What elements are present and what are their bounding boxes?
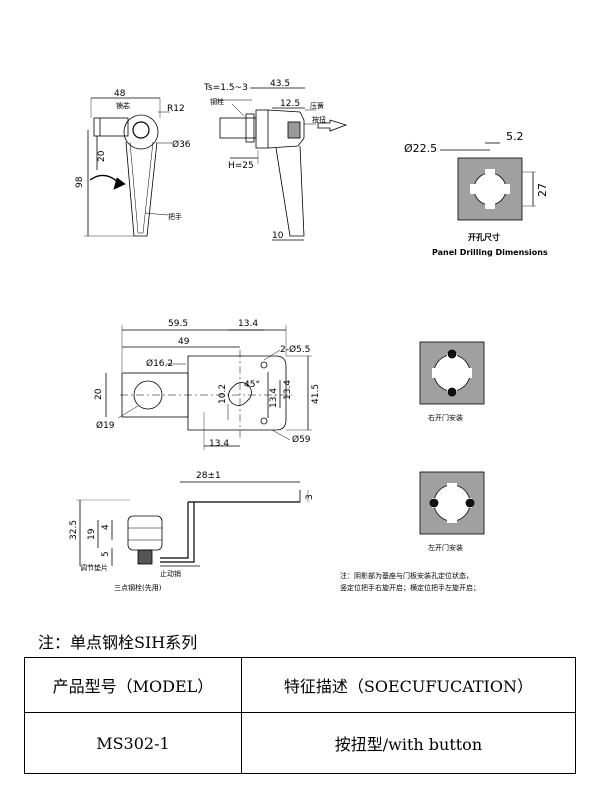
mount-hole-bottom (260, 417, 268, 425)
dim-d59: Ø59 (292, 434, 311, 445)
bracket-view (76, 481, 309, 567)
side-handle-arm (275, 145, 305, 237)
dim-r12: R12 (167, 104, 185, 114)
dim-d22-5: Ø22.5 (404, 142, 437, 155)
dim-5: 5 (101, 551, 111, 557)
dim-43-5: 43.5 (270, 79, 290, 89)
bracket-shape (160, 501, 300, 563)
dim-13-4-top: 13.4 (238, 319, 258, 329)
dim-10: 10 (272, 231, 284, 241)
header-specification: 特征描述（SOECUFUCATION） (240, 657, 577, 713)
install-note-2: 竖定位把手右旋开启；横定位把手左旋开启； (340, 583, 480, 592)
label-spring: 压簧 (310, 101, 324, 110)
dim-27: 27 (536, 183, 549, 197)
press-arrow (317, 119, 348, 132)
dim-98: 98 (75, 176, 85, 188)
dim-4: 4 (101, 524, 111, 530)
handle-arm (125, 141, 158, 237)
dim-32-5: 32.5 (69, 520, 79, 540)
dim-49: 49 (178, 337, 190, 347)
dim-59-5: 59.5 (168, 319, 188, 329)
cell-specification: 按扭型/with button (240, 712, 577, 774)
caption-right-install: 右开门安装 (428, 413, 463, 422)
dim-48: 48 (114, 89, 126, 99)
side-head (267, 109, 305, 149)
left-install-view (419, 471, 485, 535)
spring-button (287, 121, 301, 139)
label-handle: 把手 (168, 212, 182, 221)
adjust-washer (137, 549, 153, 565)
mount-hole-top (260, 361, 268, 369)
dim-10-2: 10.2 (218, 384, 228, 404)
bolt-body (127, 515, 163, 551)
dim-12-5: 12.5 (280, 99, 300, 109)
caption-left-install: 左开门安装 (428, 543, 463, 552)
label-button: 按扭 (312, 115, 326, 124)
dim-45deg: 45° (244, 380, 260, 390)
plate-outline (187, 355, 287, 431)
dim-2-holes: 2-Ø5.5 (280, 344, 310, 355)
dim-20: 20 (97, 150, 107, 162)
handle-front-view (84, 97, 172, 237)
caption-cutout-cn: 开孔尺寸 (468, 232, 500, 242)
dim-13-4-bot: 13.4 (209, 439, 229, 449)
dim-h25: H=25 (228, 161, 254, 171)
panel-square (457, 157, 523, 221)
cell-model: MS302-1 (24, 712, 242, 774)
table-row: MS302-1 按扭型/with button (24, 712, 577, 774)
header-model: 产品型号（MODEL） (24, 657, 242, 713)
dim-28: 28±1 (196, 471, 221, 481)
technical-drawing: 48 锁芯 R12 Ø36 20 98 把手 Ts=1.5~3 43. (69, 79, 549, 592)
dim-3: 3 (305, 494, 315, 500)
handle-neck (93, 117, 129, 137)
plate-hole-19 (133, 380, 163, 410)
dim-d36: Ø36 (172, 139, 191, 150)
dim-5-2: 5.2 (506, 130, 524, 143)
caption-bracket: 三点钢栓(先用) (114, 583, 162, 592)
dim-20-plate: 20 (94, 388, 104, 400)
caption-cutout-en: Panel Drilling Dimensions (432, 248, 548, 257)
panel-cutout-view (440, 142, 536, 221)
dim-d19: Ø19 (96, 420, 115, 431)
label-lock-core: 锁芯 (116, 101, 130, 110)
dim-13-4b: 13.4 (283, 380, 293, 400)
spec-table: 产品型号（MODEL） 特征描述（SOECUFUCATION） MS302-1 … (24, 657, 577, 774)
dim-41-5: 41.5 (311, 384, 321, 404)
label-washer: 调节垫片 (80, 563, 108, 572)
dim-ts: Ts=1.5~3 (203, 83, 248, 93)
plate-view (105, 325, 312, 450)
install-note-1: 注：阴影部为基座与门板安装孔定位状态， (340, 571, 473, 580)
label-bolt: 钢栓 (210, 97, 224, 106)
table-header-row: 产品型号（MODEL） 特征描述（SOECUFUCATION） (24, 657, 577, 713)
dim-d16-2: Ø16.2 (146, 358, 173, 369)
series-footnote: 注：单点钢栓SIH系列 (38, 633, 198, 652)
label-rod: 止动销 (160, 569, 181, 578)
handle-boss (123, 114, 159, 150)
plate-slot (228, 382, 252, 406)
handle-side-view (216, 87, 316, 241)
side-body (219, 117, 257, 139)
right-install-view (419, 341, 485, 405)
dim-19-bracket: 19 (87, 528, 97, 540)
lock-core (132, 121, 150, 139)
dim-13-4a: 13.4 (269, 388, 279, 408)
